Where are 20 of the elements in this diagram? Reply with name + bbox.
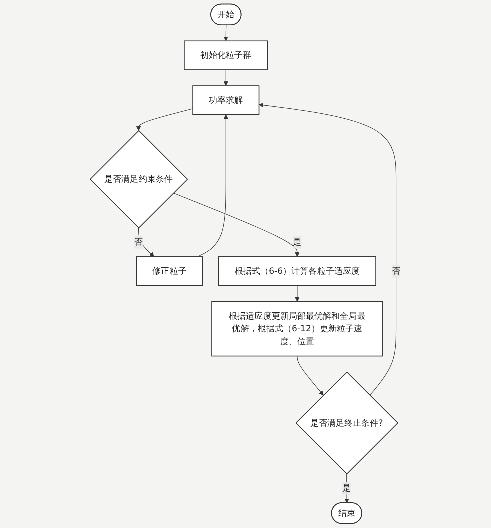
arrow xyxy=(136,108,194,132)
edge-label: 是 xyxy=(293,237,302,248)
arrow xyxy=(198,114,228,258)
node-box: 初始化粒子群 xyxy=(184,40,268,70)
arrow xyxy=(297,356,324,396)
node-diamond: 是否满足终止条件? xyxy=(296,372,399,475)
node-box: 根据式（6-6）计算各粒子适应度 xyxy=(218,256,376,286)
arrow xyxy=(224,70,228,86)
arrow xyxy=(138,228,154,258)
arrow xyxy=(259,103,397,396)
node-box: 修正粒子 xyxy=(136,256,204,286)
node-box: 功率求解 xyxy=(192,86,260,116)
edge-label: 是 xyxy=(342,483,352,494)
arrow xyxy=(173,193,300,258)
node-box: 根据适应度更新局部最优解和全局最优解，根据式（6-12）更新粒子速度、位置 xyxy=(212,301,384,357)
arrow xyxy=(224,25,228,42)
node-diamond: 是否满足约束条件 xyxy=(90,130,188,229)
edge-label: 否 xyxy=(392,266,401,276)
edge-label: 否 xyxy=(134,237,144,248)
arrow xyxy=(295,286,300,302)
